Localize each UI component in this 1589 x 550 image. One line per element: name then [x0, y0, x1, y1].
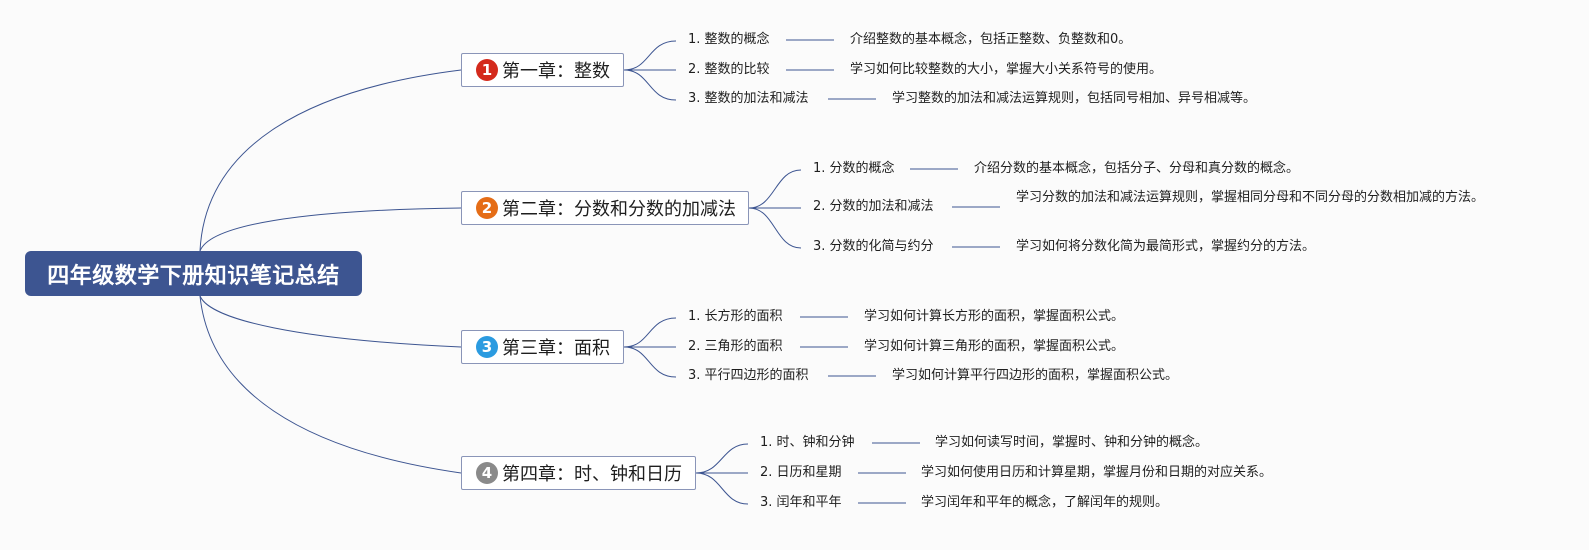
chapter-label: 第二章：分数和分数的加减法 — [502, 199, 736, 220]
ch3-topic-link-3 — [623, 346, 677, 378]
topic-node-3-3[interactable]: 3. 平行四边形的面积 — [688, 368, 809, 383]
ch1-topic-link-3 — [623, 69, 677, 101]
root-node-title[interactable]: 四年级数学下册知识笔记总结 — [25, 251, 362, 296]
topic-node-4-1[interactable]: 1. 时、钟和分钟 — [760, 435, 855, 450]
topic-node-2-1[interactable]: 1. 分数的概念 — [813, 161, 895, 176]
topic-desc-1-2: 学习如何比较整数的大小，掌握大小关系符号的使用。 — [850, 62, 1163, 77]
chapter-node-2[interactable]: 2 第二章：分数和分数的加减法 — [461, 191, 749, 225]
topic-node-4-2[interactable]: 2. 日历和星期 — [760, 465, 842, 480]
ch4-topic-link-3 — [695, 472, 749, 505]
ch1-topic-link-1 — [623, 40, 677, 71]
topic-node-2-3[interactable]: 3. 分数的化简与约分 — [813, 239, 934, 254]
topic-node-1-1[interactable]: 1. 整数的概念 — [688, 32, 770, 47]
ch4-topic-link-1 — [695, 443, 749, 474]
chapter-node-3[interactable]: 3 第三章：面积 — [461, 330, 624, 364]
number-badge-icon: 1 — [476, 59, 498, 81]
chapter-label: 第一章：整数 — [502, 61, 610, 82]
topic-node-4-3[interactable]: 3. 闰年和平年 — [760, 495, 842, 510]
topic-desc-3-1: 学习如何计算长方形的面积，掌握面积公式。 — [864, 309, 1125, 324]
topic-node-3-2[interactable]: 2. 三角形的面积 — [688, 339, 783, 354]
chapter-node-1[interactable]: 1 第一章：整数 — [461, 53, 624, 87]
ch2-topic-link-1 — [748, 169, 802, 209]
topic-desc-2-1: 介绍分数的基本概念，包括分子、分母和真分数的概念。 — [974, 161, 1300, 176]
chapter-node-4[interactable]: 4 第四章：时、钟和日历 — [461, 456, 696, 490]
root-link-2 — [199, 207, 462, 252]
topic-desc-4-1: 学习如何读写时间，掌握时、钟和分钟的概念。 — [935, 435, 1209, 450]
topic-desc-1-1: 介绍整数的基本概念，包括正整数、负整数和0。 — [850, 32, 1132, 47]
topic-node-1-2[interactable]: 2. 整数的比较 — [688, 62, 770, 77]
ch2-topic-link-3 — [748, 207, 802, 249]
number-badge-icon: 3 — [476, 336, 498, 358]
chapter-label: 第三章：面积 — [502, 338, 610, 359]
topic-desc-4-3: 学习闰年和平年的概念，了解闰年的规则。 — [921, 495, 1169, 510]
number-badge-icon: 4 — [476, 462, 498, 484]
number-badge-icon: 2 — [476, 197, 498, 219]
root-link-1 — [199, 69, 462, 252]
topic-desc-1-3: 学习整数的加法和减法运算规则，包括同号相加、异号相减等。 — [892, 91, 1257, 106]
topic-desc-3-3: 学习如何计算平行四边形的面积，掌握面积公式。 — [892, 368, 1179, 383]
topic-desc-2-2: 学习分数的加法和减法运算规则，掌握相同分母和不同分母的分数相加减的方法。 — [1016, 190, 1485, 205]
topic-desc-2-3: 学习如何将分数化简为最简形式，掌握约分的方法。 — [1016, 239, 1316, 254]
topic-node-2-2[interactable]: 2. 分数的加法和减法 — [813, 199, 934, 214]
topic-node-1-3[interactable]: 3. 整数的加法和减法 — [688, 91, 809, 106]
topic-desc-4-2: 学习如何使用日历和计算星期，掌握月份和日期的对应关系。 — [921, 465, 1273, 480]
chapter-label: 第四章：时、钟和日历 — [502, 464, 682, 485]
root-link-3 — [199, 295, 462, 348]
topic-node-3-1[interactable]: 1. 长方形的面积 — [688, 309, 783, 324]
ch3-topic-link-1 — [623, 317, 677, 348]
topic-desc-3-2: 学习如何计算三角形的面积，掌握面积公式。 — [864, 339, 1125, 354]
root-link-4 — [199, 295, 462, 474]
